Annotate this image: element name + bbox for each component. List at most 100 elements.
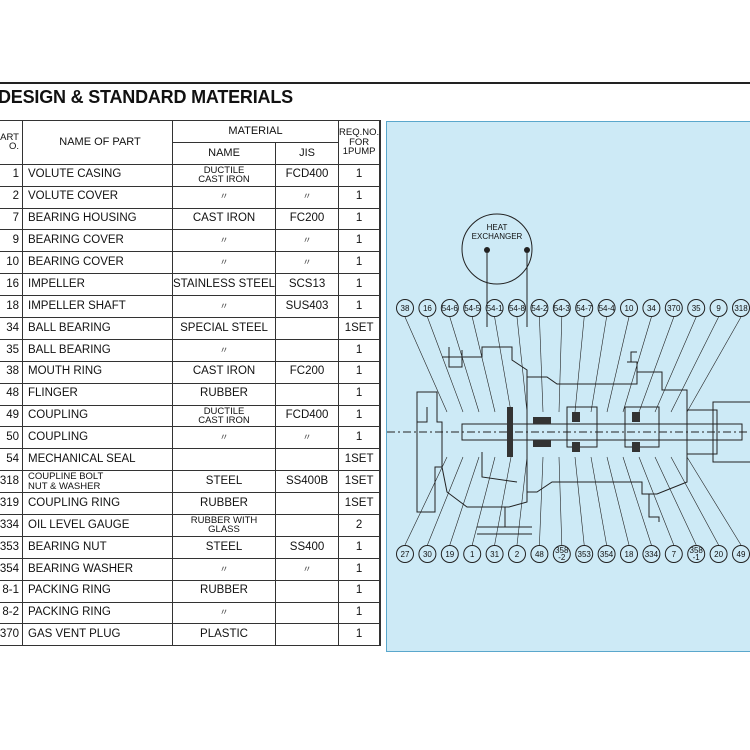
cell-text: 1SET [344, 321, 374, 334]
coupling [686, 409, 718, 455]
bearing-ball-4 [632, 442, 640, 452]
callout-label: 318 [734, 304, 748, 313]
callout-label: 18 [625, 550, 634, 559]
callout-label: 30 [423, 550, 432, 559]
cell-jis: FC200 [275, 207, 340, 231]
cell-material-name: SPECIAL STEEL [171, 317, 277, 340]
bearing-housing [527, 371, 688, 495]
header-material-name: NAME [171, 141, 277, 165]
leader-line [686, 456, 742, 546]
cell-text: VOLUTE COVER [28, 190, 119, 203]
cell-part-no: 7 [0, 207, 23, 231]
cell-text: 370 [0, 628, 19, 641]
cell-text: 〃 [219, 191, 229, 202]
cell-text: 1SET [344, 474, 374, 487]
leader-line [404, 316, 448, 413]
callout-bubble [620, 545, 638, 563]
callout-bubble [463, 545, 482, 563]
callout-label: 358 [555, 546, 569, 555]
cell-req-no: 1SET [338, 492, 382, 516]
cell-text: 10 [6, 256, 19, 269]
cell-text: 16 [6, 277, 19, 290]
cell-text: 1SET [344, 496, 374, 509]
bearing-front [566, 406, 598, 448]
oil-level-gauge [627, 351, 638, 384]
cell-text: BEARING HOUSING [28, 212, 137, 225]
cell-text: BEARING COVER [28, 256, 124, 269]
cell-material-name: 〃 [171, 295, 277, 319]
cell-text: 1 [355, 365, 363, 378]
cell-part-name: PACKING RING [22, 601, 173, 625]
cell-part-no: 34 [0, 317, 23, 340]
callout-bubble [396, 545, 414, 563]
callout-bubble [575, 545, 594, 563]
cell-text: PACKING RING [28, 584, 111, 597]
cell-part-no: 16 [0, 273, 23, 297]
cell-part-name: BEARING WASHER [22, 557, 173, 581]
cell-part-no: 319 [0, 492, 23, 516]
leader-line [558, 316, 563, 413]
callout-label: 27 [401, 550, 410, 559]
header-name-of-part: NAME OF PART [22, 120, 173, 165]
callout-label: 54-5 [464, 304, 481, 313]
cell-text: 〃 [302, 432, 312, 443]
cell-req-no: 1 [338, 185, 382, 209]
cell-text: 1 [355, 584, 363, 597]
cell-text: 1 [355, 387, 363, 400]
leader-line [654, 316, 697, 413]
cell-part-no: 353 [0, 535, 23, 559]
cell-text: 〃 [219, 257, 229, 268]
cell-text: BALL BEARING [28, 343, 111, 356]
leader-line [494, 456, 512, 546]
cell-text: 35 [6, 343, 19, 356]
cell-text: DUCTILE [203, 164, 245, 176]
cell-material-name: RUBBER [171, 492, 277, 516]
cell-part-name: VOLUTE CASING [22, 163, 173, 187]
callout-label: 358 [690, 546, 704, 555]
volute-inner [481, 452, 518, 483]
cell-part-no: 9 [0, 229, 23, 253]
cell-text: 8-1 [2, 584, 19, 597]
callout-bubble [552, 545, 571, 563]
callout-label: -2 [558, 553, 566, 562]
cell-part-no: 334 [0, 514, 23, 537]
cell-req-no: 1 [338, 535, 382, 559]
cell-part-no: 48 [0, 382, 23, 406]
cell-part-no: 35 [0, 338, 23, 362]
cell-text: 〃 [219, 344, 229, 355]
cell-text: OIL LEVEL GAUGE [28, 518, 130, 531]
cell-text: SUS403 [285, 299, 329, 312]
cell-part-name: BALL BEARING [22, 338, 173, 362]
cell-text: 38 [6, 365, 19, 378]
cell-req-no: 1 [338, 229, 382, 253]
pump-hatching [507, 407, 640, 457]
materials-table: ART O. NAME OF PART MATERIAL REQ.NO. FOR… [0, 120, 382, 647]
cell-text: 7 [12, 212, 19, 225]
cell-text: SPECIAL STEEL [180, 321, 268, 334]
cell-material-name: 〃 [171, 185, 277, 209]
cell-part-no: 354 [0, 557, 23, 581]
cell-part-name: BEARING HOUSING [22, 207, 173, 231]
cell-text: 〃 [219, 300, 229, 311]
leader-line [622, 456, 652, 546]
leader-line [590, 456, 607, 546]
cell-jis: 〃 [275, 557, 340, 581]
cell-part-no: 10 [0, 251, 23, 275]
cell-text: 〃 [219, 432, 229, 443]
cell-text: RUBBER [200, 584, 248, 597]
cell-req-no: 1 [338, 601, 382, 625]
cell-material-name: CAST IRON [171, 360, 277, 384]
cell-jis: 〃 [275, 251, 340, 275]
suction-detail [417, 407, 428, 423]
callout-label: 35 [692, 304, 701, 313]
leader-line [670, 316, 719, 413]
cell-text: 1 [355, 299, 363, 312]
